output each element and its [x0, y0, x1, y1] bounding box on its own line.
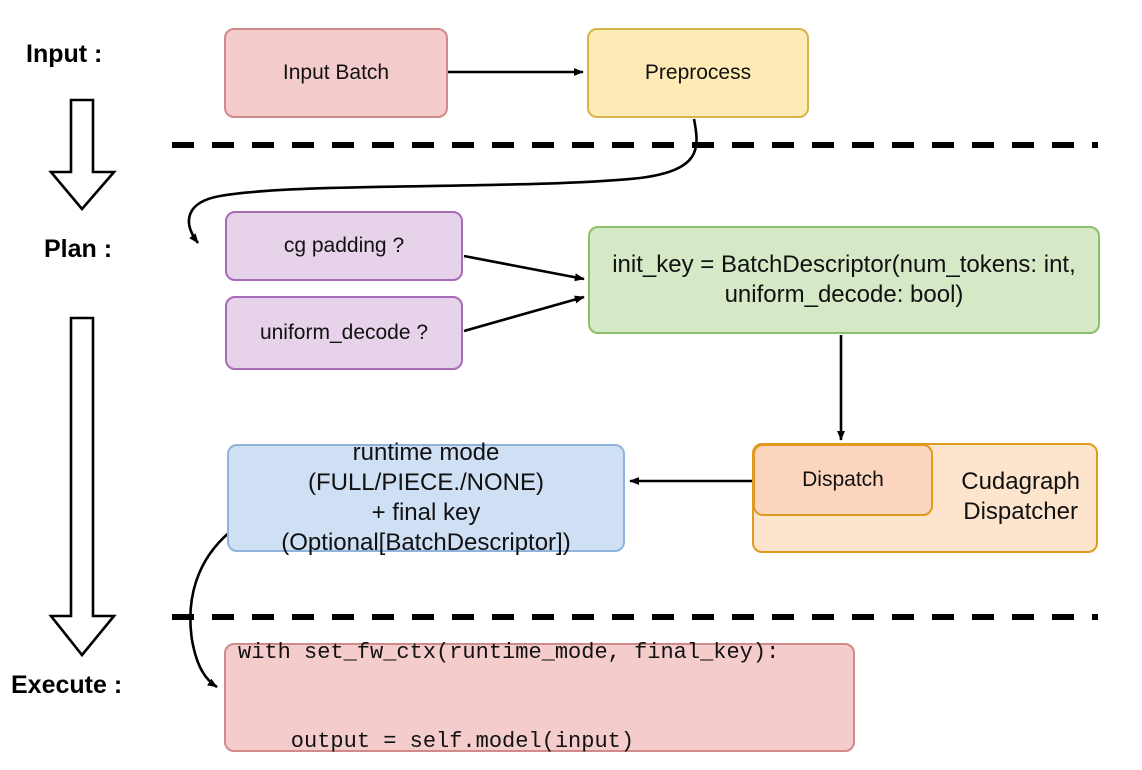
node-cg-padding[interactable]: cg padding ?: [225, 211, 463, 281]
node-uniform-decode-label: uniform_decode ?: [259, 321, 429, 345]
node-cudagraph-dispatcher-line2: Dispatcher: [963, 498, 1078, 525]
node-init-key-line2: uniform_decode: bool): [724, 281, 964, 308]
node-execute-code[interactable]: with set_fw_ctx(runtime_mode, final_key)…: [224, 640, 855, 754]
node-execute-code-line2: output = self.model(input): [238, 729, 635, 755]
stage-label-input: Input :: [26, 40, 103, 68]
node-preprocess[interactable]: Preprocess: [587, 28, 809, 118]
node-dispatch[interactable]: Dispatch: [753, 444, 933, 516]
node-execute-code-text: with set_fw_ctx(runtime_mode, final_key)…: [238, 579, 779, 770]
node-input-batch[interactable]: Input Batch: [224, 28, 448, 118]
stage-label-plan: Plan :: [44, 235, 113, 263]
node-runtime-mode-line1: runtime mode (FULL/PIECE./NONE): [307, 439, 545, 496]
node-runtime-mode-text: runtime mode (FULL/PIECE./NONE) + final …: [239, 438, 613, 558]
node-runtime-mode[interactable]: runtime mode (FULL/PIECE./NONE) + final …: [227, 439, 625, 556]
node-cudagraph-dispatcher-text: Cudagraph Dispatcher: [961, 467, 1080, 527]
stage-label-execute: Execute :: [11, 671, 123, 699]
node-uniform-decode[interactable]: uniform_decode ?: [225, 296, 463, 370]
arrow-uniform-decode-to-init-key: [463, 295, 585, 333]
node-cudagraph-dispatcher-line1: Cudagraph: [961, 468, 1080, 495]
node-input-batch-label: Input Batch: [282, 61, 390, 85]
arrow-cg-padding-to-init-key: [463, 254, 585, 282]
node-cg-padding-label: cg padding ?: [283, 234, 405, 258]
node-execute-code-line1: with set_fw_ctx(runtime_mode, final_key)…: [238, 640, 780, 666]
node-runtime-mode-line2: + final key (Optional[BatchDescriptor]): [281, 499, 571, 556]
plan-to-execute-block-arrow: [48, 316, 117, 658]
node-preprocess-label: Preprocess: [644, 61, 752, 85]
node-dispatch-label: Dispatch: [802, 468, 884, 492]
input-to-plan-block-arrow: [48, 98, 117, 212]
node-init-key-line1: init_key = BatchDescriptor(num_tokens: i…: [612, 251, 1076, 278]
node-init-key-text: init_key = BatchDescriptor(num_tokens: i…: [612, 250, 1076, 310]
node-init-key[interactable]: init_key = BatchDescriptor(num_tokens: i…: [588, 226, 1100, 334]
